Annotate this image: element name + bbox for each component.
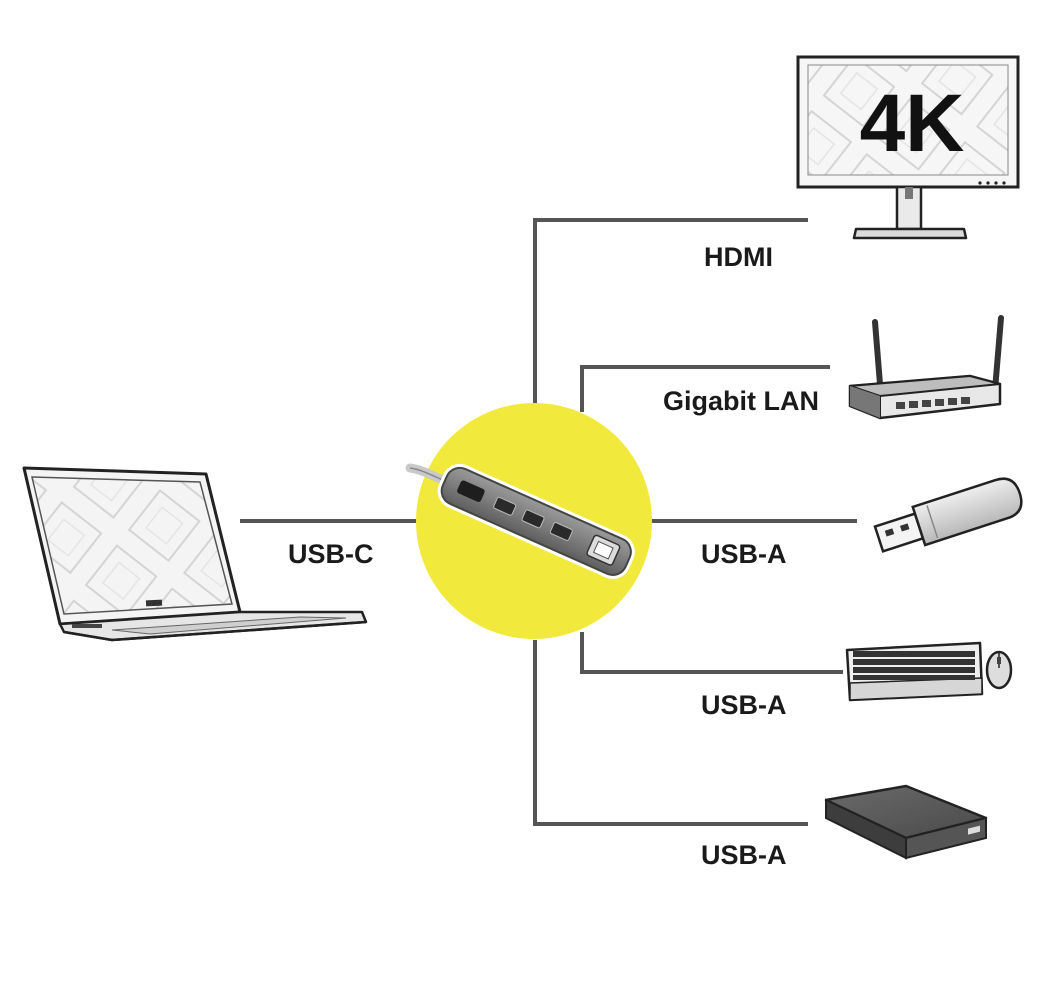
usb-c-hub-icon xyxy=(405,463,635,579)
router-icon xyxy=(848,315,1004,420)
usb-a-label-1: USB-A xyxy=(701,539,787,569)
laptop-icon xyxy=(22,466,368,642)
usb-c-label: USB-C xyxy=(288,539,374,569)
usb-a-line-3 xyxy=(533,640,808,826)
monitor-icon: 4K xyxy=(796,55,1020,240)
lan-line xyxy=(580,365,830,412)
usb-a-label-2: USB-A xyxy=(701,690,787,720)
monitor-screen-text: 4K xyxy=(860,78,965,169)
hdmi-line xyxy=(533,218,808,404)
connector-lines xyxy=(240,218,857,826)
keyboard-mouse-icon xyxy=(845,641,1013,702)
usb-a-label-3: USB-A xyxy=(701,840,787,870)
usb-a-line-2 xyxy=(580,632,843,674)
external-hard-drive-icon xyxy=(824,784,988,860)
usb-flash-drive-icon xyxy=(873,477,1023,553)
gigabit-lan-label: Gigabit LAN xyxy=(663,386,819,416)
hdmi-label: HDMI xyxy=(704,242,773,272)
